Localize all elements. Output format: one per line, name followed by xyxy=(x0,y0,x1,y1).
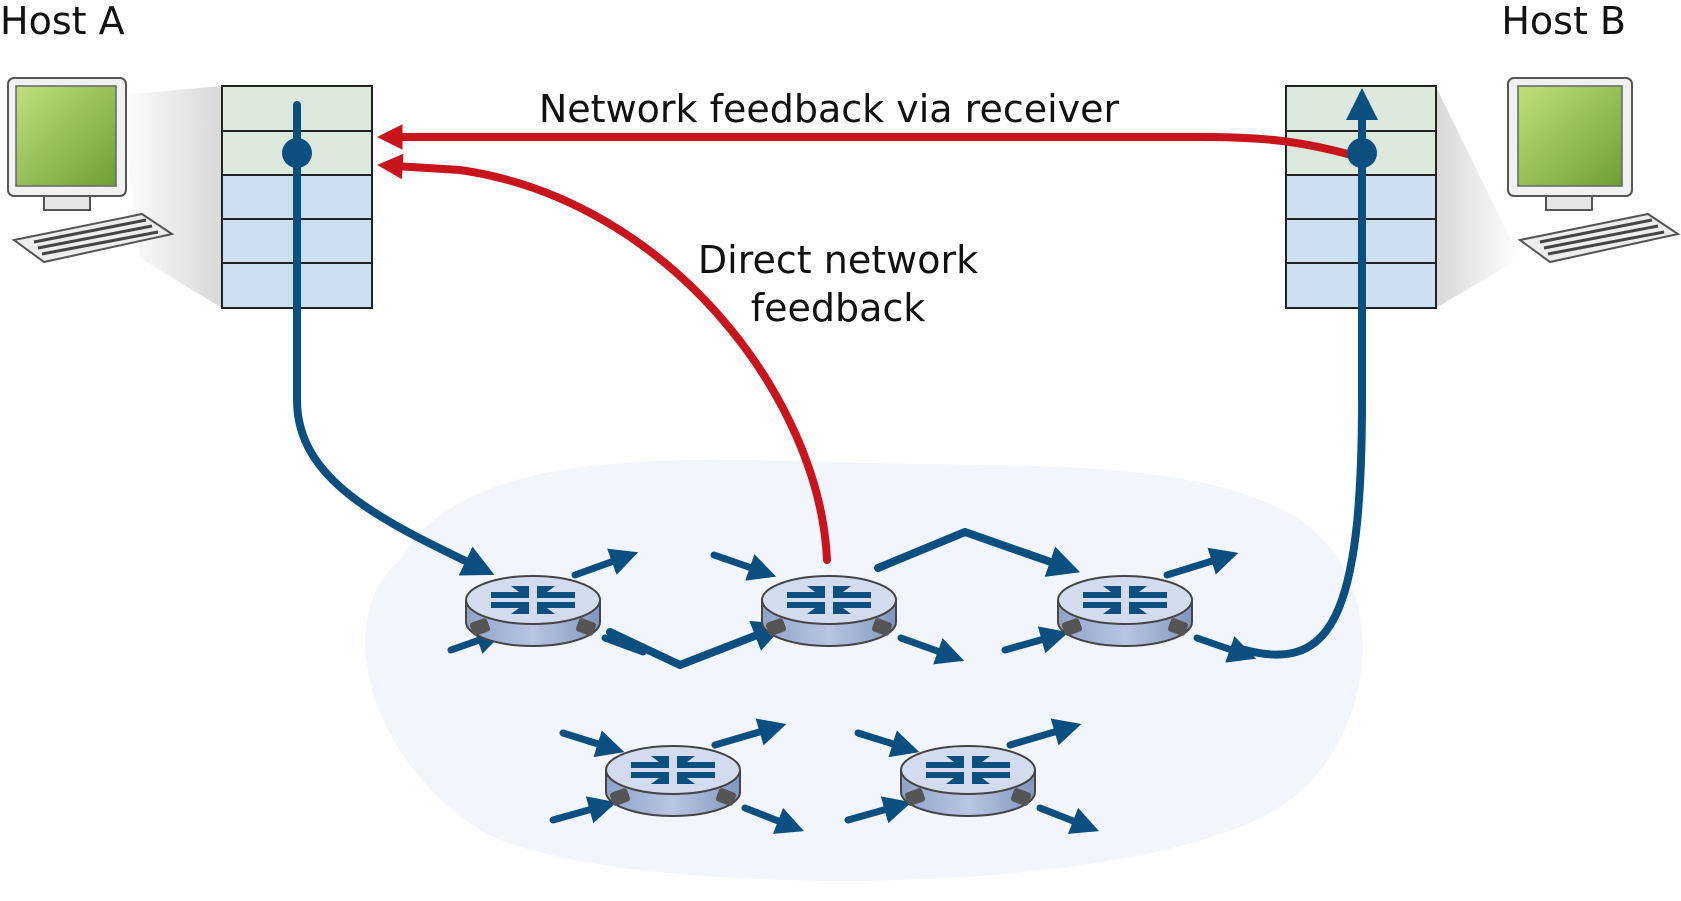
direct-feedback-label-line1: Direct network xyxy=(698,238,978,282)
router-x-mark xyxy=(491,586,575,614)
host-b-label: Host B xyxy=(1501,0,1626,43)
router-icon xyxy=(710,551,965,665)
host-b-computer-icon xyxy=(1436,77,1681,308)
direct-feedback-path xyxy=(377,153,831,564)
direct-feedback-label-line2: feedback xyxy=(751,286,926,330)
host-b-junction-dot xyxy=(1347,138,1377,168)
router-icon xyxy=(447,548,647,656)
router-icon xyxy=(549,718,805,834)
router-icon xyxy=(844,718,1100,834)
feedback-via-receiver-label: Network feedback via receiver xyxy=(539,87,1120,131)
router-icon xyxy=(1001,547,1257,663)
feedback-paths xyxy=(377,124,1366,564)
host-a-computer-icon xyxy=(7,77,222,308)
host-a-label: Host A xyxy=(0,0,125,43)
data-path xyxy=(293,88,1378,669)
feedback-via-receiver-path xyxy=(377,124,1366,162)
host-a-junction-dot xyxy=(282,138,312,168)
